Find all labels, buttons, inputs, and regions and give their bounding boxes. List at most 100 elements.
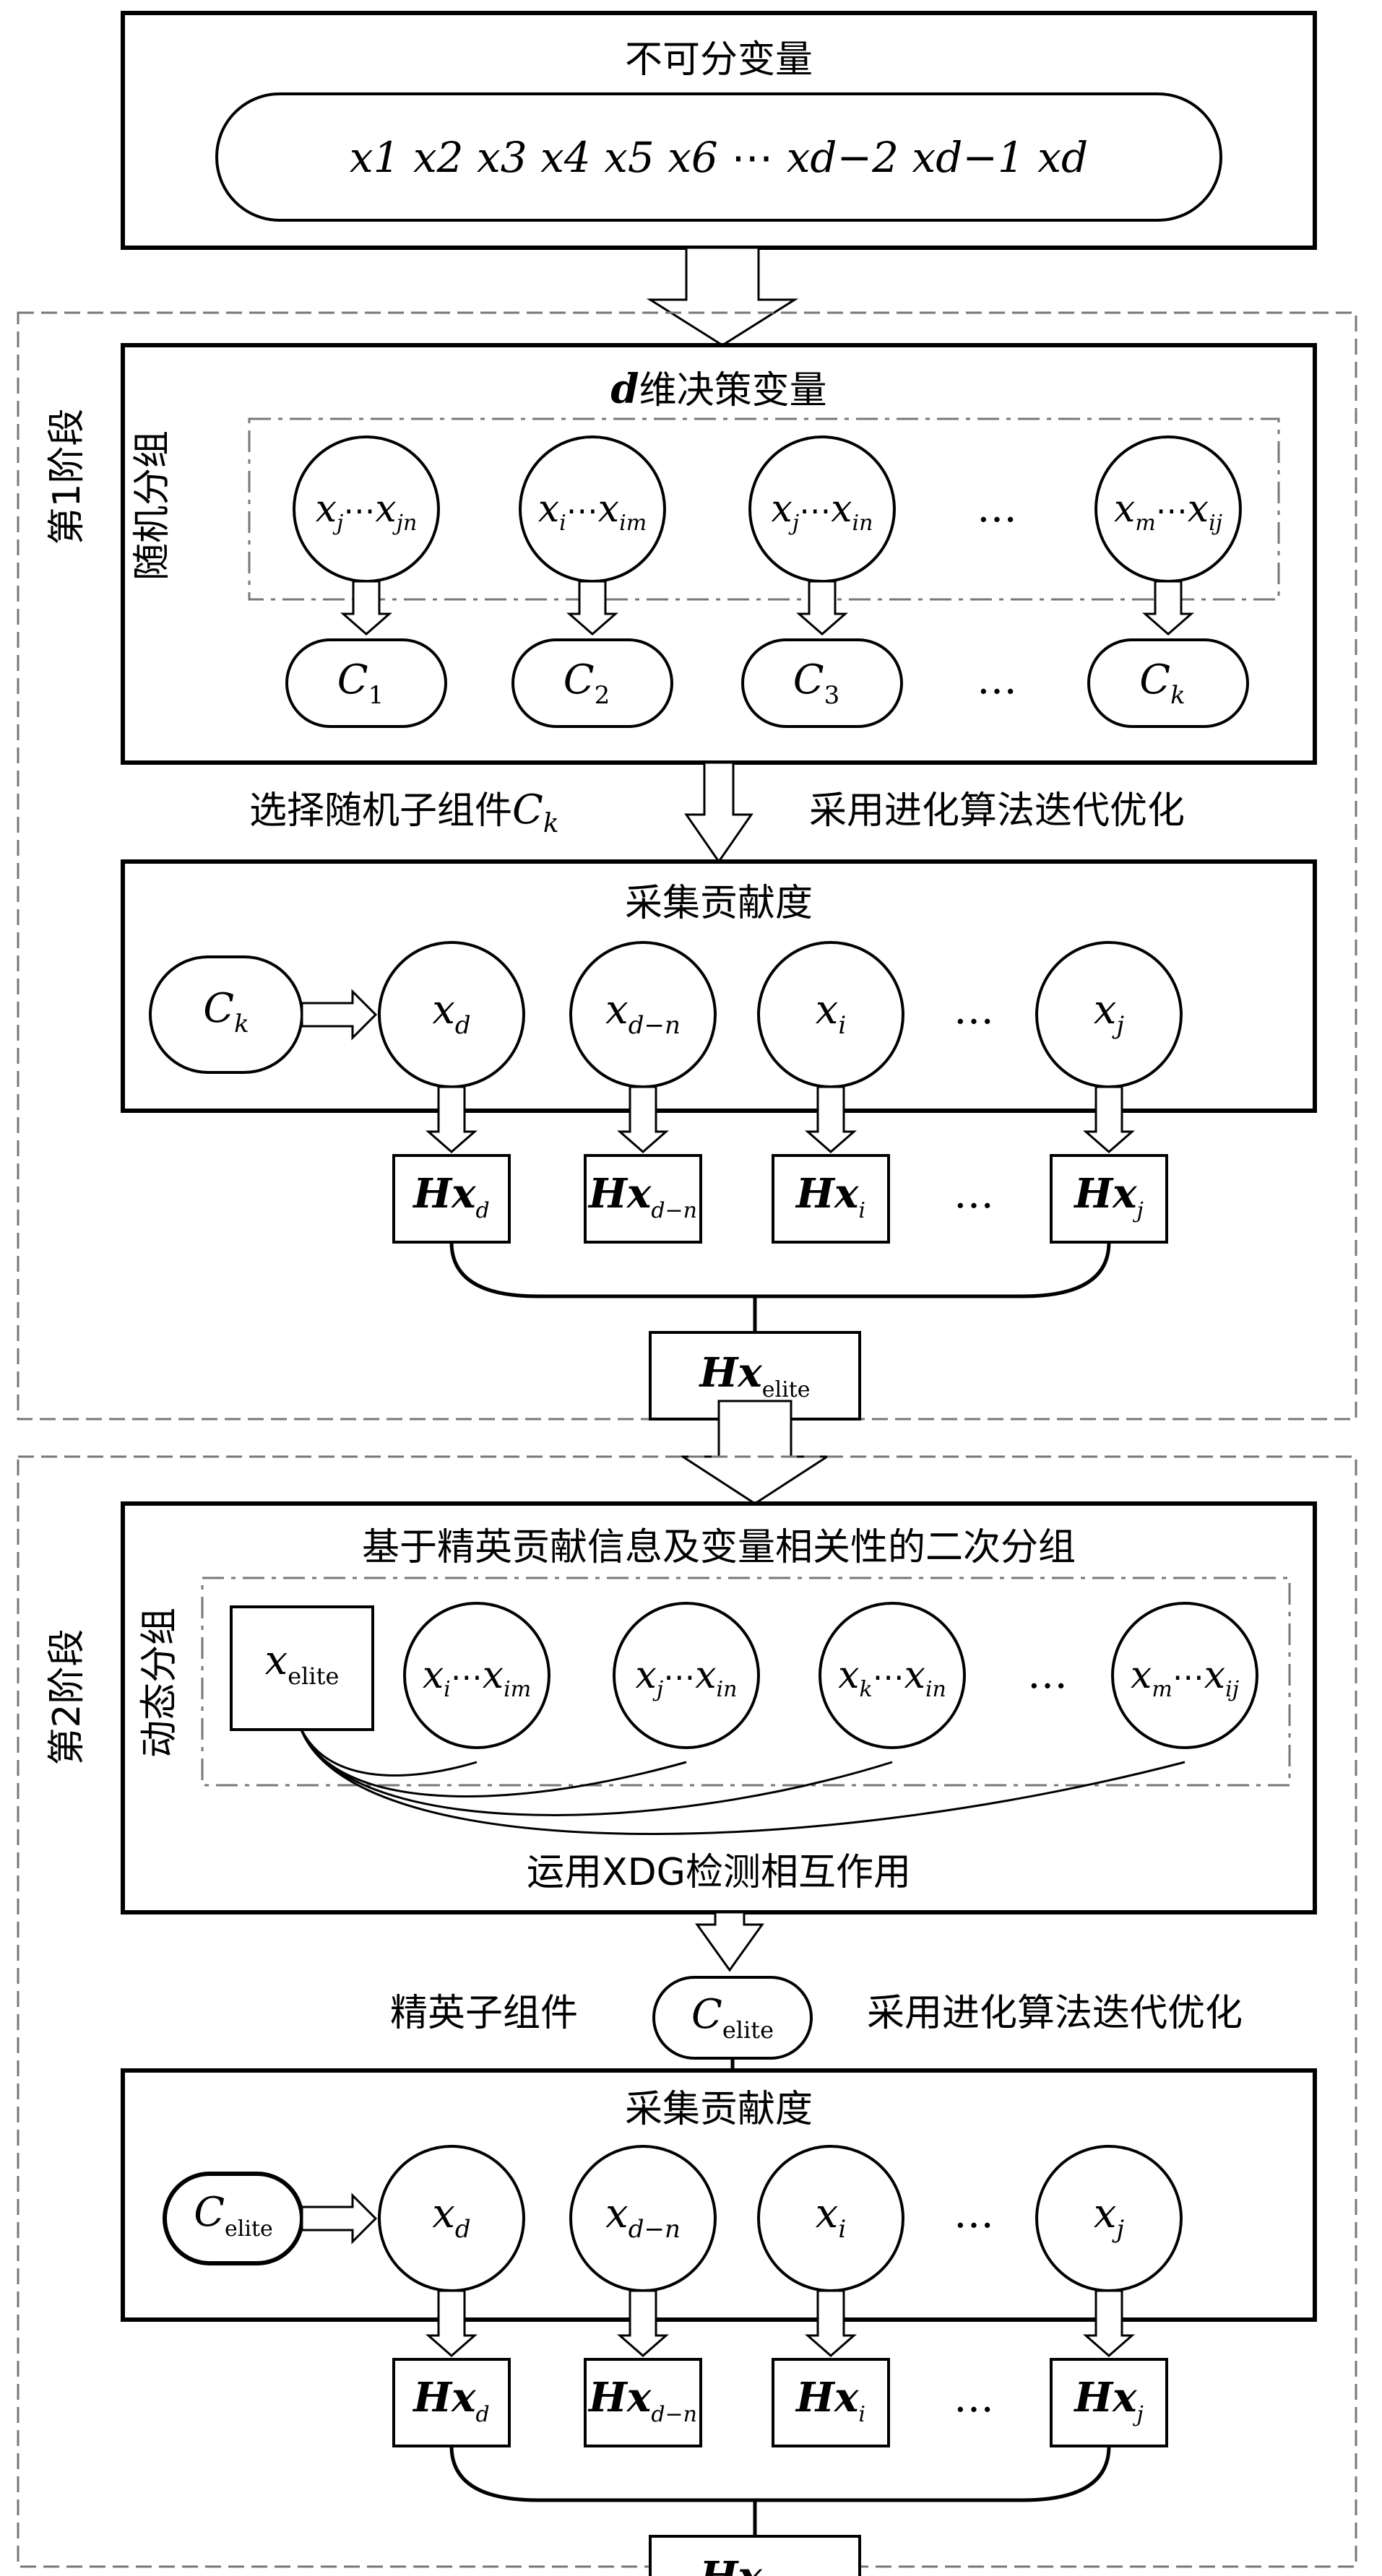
variable-sequence-capsule (215, 92, 1222, 222)
contribution-result-label: Hxd (412, 2374, 490, 2427)
elite-contribution (649, 2535, 861, 2576)
random-subcomponents: C1 C2 C3 Ck … (285, 638, 1249, 728)
merge-curve (449, 1241, 1111, 1298)
variable-to-result-arrow (1083, 2289, 1135, 2357)
interaction-link-1 (298, 1725, 478, 1777)
group-variables: xj⋯xin (636, 1654, 738, 1702)
ellipsis: … (977, 485, 1017, 532)
group-variables: xj⋯xjn (316, 487, 418, 536)
contribution-result-label: Hxj (1073, 2374, 1144, 2427)
select-random-subcomponent: 选择随机子组件Ck (249, 786, 559, 838)
group-variables: xj⋯xin (772, 487, 873, 536)
contribution-source-label: Celite (194, 2189, 273, 2242)
arrow-to-elite-component (695, 1911, 764, 1972)
contribution-result-label: Hxj (1073, 1170, 1144, 1223)
group-variables: xi⋯xim (423, 1654, 531, 1702)
evolve-label-1: 采用进化算法迭代优化 (809, 789, 1185, 833)
indivisible-variables-title: 不可分变量 (625, 38, 813, 82)
contribution-variable-label: xd−n (605, 2190, 681, 2244)
ellipsis: … (954, 2190, 994, 2237)
dynamic-group-node (613, 1602, 760, 1749)
group-variables: xk⋯xin (838, 1654, 946, 1702)
elite-component-label: Celite (691, 1991, 774, 2044)
ellipsis: … (1027, 1651, 1068, 1698)
dynamic-groups: xi⋯xim xj⋯xin xk⋯xin xm⋯xij … (403, 1602, 1258, 1749)
contribution-title-1: 采集贡献度 (625, 882, 813, 925)
stage1-label: 第1阶段 (46, 408, 89, 545)
variable-to-result-arrow (426, 2289, 478, 2357)
contribution-result-label: Hxd−n (587, 1170, 697, 1223)
variable-to-result-arrow (805, 1085, 857, 1153)
regroup-title: 基于精英贡献信息及变量相关性的二次分组 (362, 1526, 1076, 1569)
result-row-2: Hxd Hxd−n Hxi Hxj … Hxelite (392, 2358, 1168, 2576)
contribution-variable-label: xi (816, 986, 846, 1040)
random-subcomponent-label: C2 (563, 656, 610, 710)
random-subcomponent (511, 638, 673, 728)
dynamic-group-label: 动态分组 (138, 1608, 181, 1758)
dynamic-group-node (403, 1602, 550, 1749)
variable-to-result-arrow (617, 2289, 669, 2357)
random-group-frame (248, 417, 1280, 601)
dynamic-group-frame (201, 1577, 1291, 1787)
merge-curve (449, 2445, 1111, 2502)
stage2-label: 第2阶段 (46, 1629, 89, 1765)
contribution-result (584, 2358, 702, 2447)
contribution-variable-label: xj (1094, 2190, 1125, 2244)
contribution-title-2: 采集贡献度 (625, 2088, 813, 2131)
random-subcomponent-label: C1 (337, 656, 384, 710)
random-group-label: 随机分组 (131, 430, 174, 581)
dynamic-group-node (1111, 1602, 1258, 1749)
contribution-variable-label: xd−n (605, 986, 681, 1040)
contribution-result-label: Hxi (795, 1170, 865, 1223)
elite-contribution-label: Hxelite (698, 2553, 810, 2576)
random-subcomponent (741, 638, 903, 728)
contribution-result (772, 1154, 890, 1244)
ellipsis: … (954, 986, 994, 1033)
group-variables: xm⋯xij (1131, 1654, 1239, 1702)
contribution-variable-label: xd (432, 986, 470, 1040)
decision-variables-title: d维决策变量 (610, 365, 826, 413)
random-subcomponent-label: Ck (1139, 656, 1185, 710)
source-to-variable-arrow (301, 2193, 378, 2245)
group-to-component-arrow (796, 580, 848, 636)
elite-subcomponent-label: 精英子组件 (390, 1992, 578, 2035)
contribution-result (392, 2358, 511, 2447)
group-variables: xi⋯xim (538, 487, 647, 536)
contribution-variable-label: xi (816, 2190, 846, 2244)
variable-to-result-arrow (617, 1085, 669, 1153)
variable-sequence: x1 x2 x3 x4 x5 x6 ⋯ xd−2 xd−1 xd (350, 133, 1088, 182)
random-subcomponent (1087, 638, 1249, 728)
interaction-link-3 (298, 1725, 893, 1816)
random-subcomponent (285, 638, 447, 728)
xdg-label: 运用XDG检测相互作用 (527, 1851, 911, 1894)
arrow-to-stage1 (646, 246, 799, 347)
evolve-label-2: 采用进化算法迭代优化 (867, 1992, 1243, 2035)
elite-variable-box (230, 1605, 374, 1731)
contribution-source-label: Ck (203, 985, 249, 1038)
random-subcomponent-label: C3 (793, 656, 840, 710)
dynamic-group-node (819, 1602, 966, 1749)
variable-to-result-arrow (805, 2289, 857, 2357)
source-to-variable-arrow (301, 989, 378, 1041)
elite-contribution-label: Hxelite (698, 1349, 810, 1402)
variable-to-result-arrow (1083, 1085, 1135, 1153)
contribution-result-label: Hxi (795, 2374, 865, 2427)
elite-variable: xelite (265, 1637, 340, 1690)
ellipsis: … (977, 656, 1017, 703)
contribution-result (1050, 2358, 1168, 2447)
contribution-result (1050, 1154, 1168, 1244)
contribution-result-label: Hxd−n (587, 2374, 697, 2427)
ellipsis: … (954, 2375, 994, 2421)
contribution-result (772, 2358, 890, 2447)
ellipsis: … (954, 1171, 994, 1218)
interaction-link-4 (298, 1725, 1186, 1835)
group-to-component-arrow (1142, 580, 1194, 636)
group-to-component-arrow (566, 580, 618, 636)
contribution-result (584, 1154, 702, 1244)
variable-to-result-arrow (426, 1085, 478, 1153)
